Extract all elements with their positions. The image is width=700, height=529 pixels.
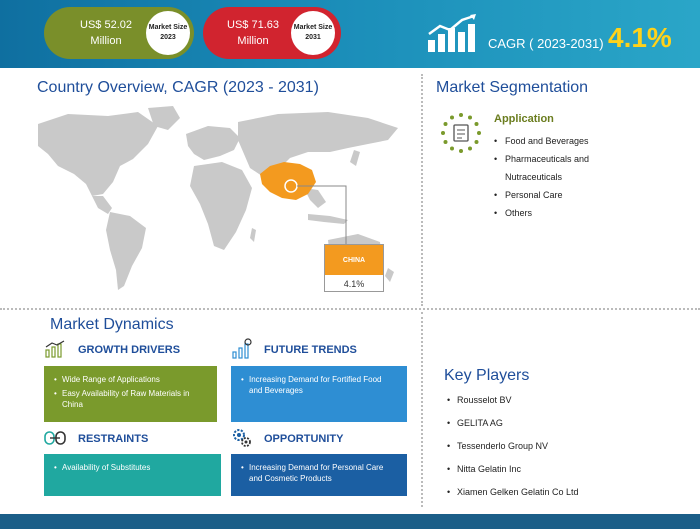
list-item: Nitta Gelatin Inc (447, 464, 579, 487)
market-size-2031-value: US$ 71.63 (227, 19, 279, 31)
growth-chart-icon (428, 14, 476, 52)
header-banner: US$ 52.02 Million Market Size 2023 US$ 7… (0, 0, 700, 68)
china-callout-value: 4.1% (343, 278, 365, 289)
restraints-box: Availability of Substitutes (44, 454, 221, 496)
application-icon (441, 113, 481, 153)
market-size-2023-badge: Market Size 2023 (146, 11, 190, 55)
china-callout: CHINA 4.1% (324, 244, 384, 292)
restraints-icon (44, 431, 66, 445)
list-item: Tessenderlo Group NV (447, 441, 579, 464)
list-item: Wide Range of Applications (54, 374, 207, 385)
callout-connector (297, 185, 347, 244)
market-size-2031-unit: Million (237, 35, 269, 47)
list-item: Personal Care (494, 186, 614, 204)
opportunity-gear-icon (233, 429, 251, 447)
market-segmentation-title: Market Segmentation (436, 79, 589, 96)
list-item: Xiamen Gelken Gelatin Co Ltd (447, 487, 579, 510)
list-item: Food and Beverages (494, 132, 614, 150)
segment-list: Food and Beverages Pharmaceuticals and N… (494, 132, 614, 222)
list-item: GELITA AG (447, 418, 579, 441)
list-item: Easy Availability of Raw Materials in Ch… (54, 388, 207, 410)
opportunity-heading: OPPORTUNITY (264, 433, 344, 445)
divider-horizontal (0, 308, 700, 310)
list-item: Availability of Substitutes (54, 462, 211, 473)
divider-vertical-top (421, 74, 423, 306)
country-overview-title: Country Overview, CAGR (2023 - 2031) (37, 79, 319, 96)
market-size-2031-pill: US$ 71.63 Million Market Size 2031 (203, 7, 341, 59)
cagr-value: 4.1% (608, 22, 672, 53)
key-players-title: Key Players (444, 367, 530, 384)
key-players-list: Rousselot BV GELITA AG Tessenderlo Group… (447, 395, 579, 510)
market-size-2031-badge: Market Size 2031 (291, 11, 335, 55)
future-trends-heading: FUTURE TRENDS (264, 344, 357, 356)
future-trends-box: Increasing Demand for Fortified Food and… (231, 366, 407, 422)
list-item: Rousselot BV (447, 395, 579, 418)
market-dynamics-title: Market Dynamics (50, 316, 174, 333)
segment-category: Application (494, 113, 554, 125)
future-trends-icon (232, 338, 252, 359)
market-size-2023-value: US$ 52.02 (80, 19, 132, 31)
market-size-2023-pill: US$ 52.02 Million Market Size 2023 (44, 7, 194, 59)
china-callout-name: CHINA (325, 245, 383, 275)
growth-drivers-box: Wide Range of Applications Easy Availabi… (44, 366, 217, 422)
footer-bar (0, 514, 700, 529)
cagr-label: CAGR ( 2023-2031) (488, 36, 604, 51)
list-item: Others (494, 204, 614, 222)
opportunity-box: Increasing Demand for Personal Care and … (231, 454, 407, 496)
list-item: Increasing Demand for Personal Care and … (241, 462, 397, 484)
market-size-2023-unit: Million (90, 35, 122, 47)
growth-drivers-icon (45, 340, 65, 358)
divider-vertical-bottom (421, 312, 423, 507)
restraints-heading: RESTRAINTS (78, 433, 149, 445)
list-item: Increasing Demand for Fortified Food and… (241, 374, 397, 396)
growth-drivers-heading: GROWTH DRIVERS (78, 344, 181, 356)
list-item: Pharmaceuticals and Nutraceuticals (494, 150, 614, 186)
